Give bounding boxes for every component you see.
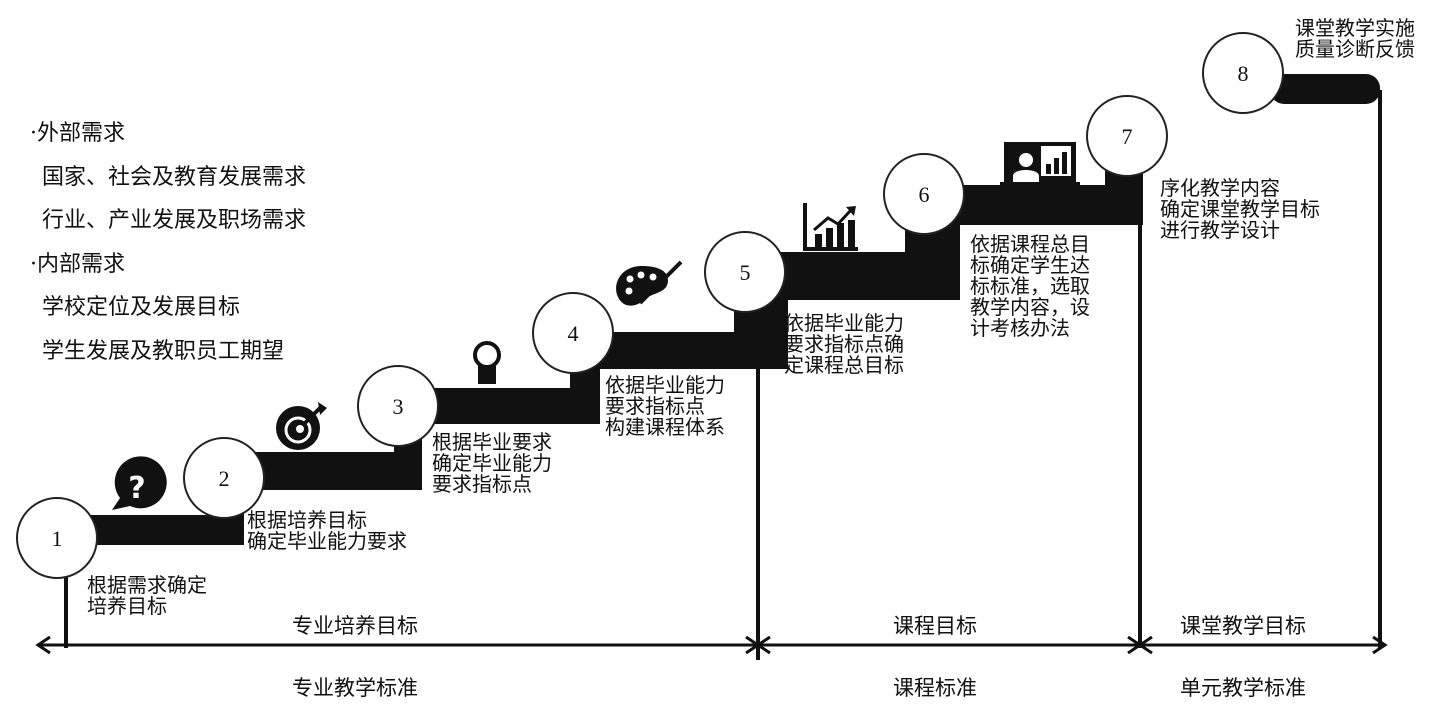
step-number-3: 3	[393, 394, 404, 419]
step-7-description: 序化教学内容 确定课堂教学目标 进行教学设计	[1160, 178, 1320, 241]
desc-line: 根据培养目标	[247, 508, 367, 532]
standard-label-unit: 单元教学标准	[1180, 676, 1306, 700]
step-number-1: 1	[52, 526, 63, 551]
external-need-item: 国家、社会及教育发展需求	[42, 164, 307, 190]
step-4-description: 依据毕业能力 要求指标点 构建课程体系	[605, 375, 725, 438]
desc-line: 质量诊断反馈	[1295, 37, 1415, 61]
svg-text:?: ?	[128, 471, 145, 506]
step-number-8: 8	[1238, 61, 1249, 86]
desc-line: 进行教学设计	[1160, 218, 1280, 242]
desc-line: 定课程总目标	[784, 353, 904, 377]
step-8-description: 课堂教学实施 质量诊断反馈	[1295, 18, 1415, 60]
step-circle-3	[357, 365, 439, 447]
step-3-description: 根据毕业要求 确定毕业能力 要求指标点	[432, 432, 552, 495]
desc-line: 依据毕业能力	[605, 373, 725, 397]
step-number-2: 2	[219, 466, 230, 491]
desc-line: 要求指标点确	[784, 332, 904, 356]
desc-line: 构建课程体系	[605, 415, 725, 439]
desc-line: 根据需求确定	[87, 573, 207, 597]
goal-label-professional: 专业培养目标	[292, 614, 418, 638]
standard-label-professional: 专业教学标准	[292, 676, 418, 700]
standard-label-course: 课程标准	[893, 676, 977, 700]
palette-icon	[616, 260, 683, 306]
step-circle-2	[183, 437, 265, 519]
question-bubble-icon: ?	[112, 456, 167, 510]
step-6-description: 依据课程总目 标确定学生达 标标准，选取 教学内容，设 计考核办法	[970, 234, 1090, 339]
stair-step-7	[1105, 175, 1143, 220]
desc-line: 课堂教学实施	[1295, 16, 1415, 40]
axis-arrow-left-2	[1137, 635, 1153, 655]
step-number-4: 4	[568, 321, 579, 346]
desc-line: 确定毕业能力要求	[247, 529, 407, 553]
desc-line: 确定毕业能力	[432, 451, 552, 475]
internal-needs-heading: ·内部需求	[30, 251, 125, 277]
desc-line: 确定课堂教学目标	[1160, 197, 1320, 221]
external-needs-heading: ·外部需求	[30, 121, 125, 146]
stair-step-8	[1270, 74, 1380, 104]
goal-label-classroom: 课堂教学目标	[1180, 614, 1306, 638]
step-circle-1	[16, 497, 98, 579]
desc-line: 依据毕业能力	[784, 311, 904, 335]
axis-arrow-left	[35, 635, 51, 655]
internal-need-item: 学校定位及发展目标	[42, 295, 241, 321]
step-circle-6	[883, 153, 965, 235]
axis-arrow-left-mid	[755, 635, 771, 655]
desc-line: 计考核办法	[970, 316, 1070, 340]
step-number-6: 6	[919, 182, 930, 207]
step-circle-8	[1202, 32, 1284, 114]
step-circle-7	[1086, 95, 1168, 177]
desc-line: 序化教学内容	[1160, 176, 1280, 200]
needs-list: ·外部需求 国家、社会及教育发展需求 行业、产业发展及职场需求 ·内部需求 学校…	[30, 112, 306, 374]
step-5-description: 依据毕业能力 要求指标点确 定课程总目标	[784, 313, 904, 376]
axis-arrow-right-end	[1372, 635, 1388, 655]
desc-line: 要求指标点	[605, 394, 705, 418]
goal-label-course: 课程目标	[893, 614, 977, 638]
growth-chart-icon	[803, 203, 858, 251]
step-circle-4	[532, 292, 614, 374]
desc-line: 教学内容，设	[970, 295, 1090, 319]
external-need-item: 行业、产业发展及职场需求	[42, 208, 307, 234]
step-1-description: 根据需求确定 培养目标	[87, 575, 207, 617]
desc-line: 依据课程总目	[970, 232, 1090, 256]
step-circle-5	[704, 231, 786, 313]
internal-need-item: 学生发展及教职员工期望	[42, 338, 285, 364]
desc-line: 标确定学生达	[970, 253, 1090, 277]
lightbulb-icon	[473, 341, 501, 384]
desc-line: 培养目标	[87, 594, 167, 618]
step-2-description: 根据培养目标 确定毕业能力要求	[247, 510, 407, 552]
desc-line: 根据毕业要求	[432, 430, 552, 454]
presentation-icon	[1000, 142, 1080, 186]
target-icon	[276, 402, 327, 450]
step-number-5: 5	[740, 260, 751, 285]
step-number-7: 7	[1122, 124, 1133, 149]
desc-line: 标标准，选取	[970, 274, 1090, 298]
desc-line: 要求指标点	[432, 472, 532, 496]
